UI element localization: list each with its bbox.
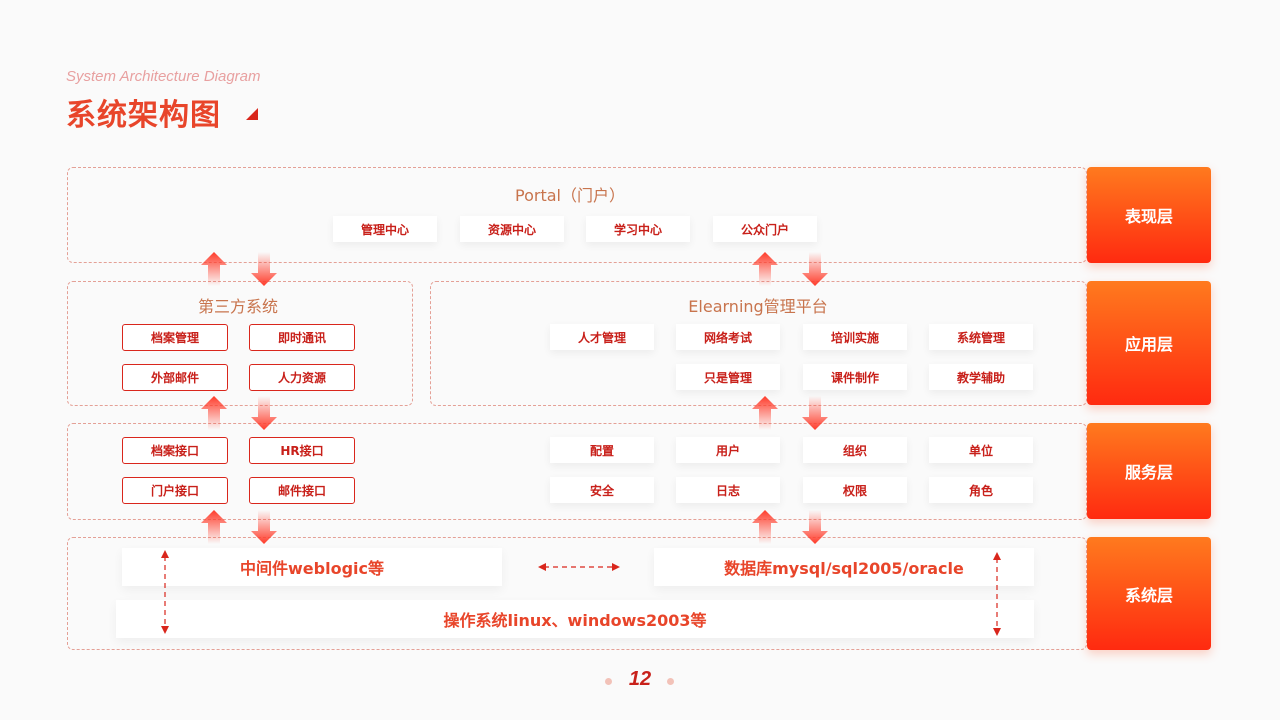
layer-service[interactable]: 服务层 <box>1087 423 1211 519</box>
arrow-down-icon <box>802 396 828 430</box>
page-title: 系统架构图 <box>66 98 221 133</box>
third-party-hr[interactable]: 人力资源 <box>249 364 355 391</box>
portal-item-learning[interactable]: 学习中心 <box>586 216 690 242</box>
layer-system[interactable]: 系统层 <box>1087 537 1211 650</box>
middleware-database-link-icon <box>538 563 620 571</box>
elearning-knowledge[interactable]: 只是管理 <box>676 364 780 390</box>
system-zone <box>67 537 1087 650</box>
third-party-zone <box>67 281 413 406</box>
interface-mail[interactable]: 邮件接口 <box>249 477 355 504</box>
arrow-up-icon <box>201 510 227 544</box>
service-config[interactable]: 配置 <box>550 437 654 463</box>
elearning-training[interactable]: 培训实施 <box>803 324 907 350</box>
interface-archive[interactable]: 档案接口 <box>122 437 228 464</box>
arrow-down-icon <box>251 510 277 544</box>
portal-item-admin[interactable]: 管理中心 <box>333 216 437 242</box>
elearning-talent[interactable]: 人才管理 <box>550 324 654 350</box>
third-party-archive[interactable]: 档案管理 <box>122 324 228 351</box>
arrow-up-icon <box>752 510 778 544</box>
elearning-courseware[interactable]: 课件制作 <box>803 364 907 390</box>
portal-label: Portal（门户） <box>515 186 625 205</box>
service-user[interactable]: 用户 <box>676 437 780 463</box>
pager-dot-right <box>667 678 674 685</box>
elearning-exam[interactable]: 网络考试 <box>676 324 780 350</box>
interface-hr[interactable]: HR接口 <box>249 437 355 464</box>
layer-presentation[interactable]: 表现层 <box>1087 167 1211 263</box>
service-zone <box>67 423 1087 520</box>
portal-zone <box>67 167 1087 263</box>
pager-dot-left <box>605 678 612 685</box>
third-party-mail[interactable]: 外部邮件 <box>122 364 228 391</box>
portal-item-resources[interactable]: 资源中心 <box>460 216 564 242</box>
arrow-up-icon <box>201 252 227 286</box>
os-box[interactable]: 操作系统linux、windows2003等 <box>116 600 1034 638</box>
service-security[interactable]: 安全 <box>550 477 654 503</box>
third-party-im[interactable]: 即时通讯 <box>249 324 355 351</box>
arrow-down-icon <box>802 510 828 544</box>
service-permission[interactable]: 权限 <box>803 477 907 503</box>
title-corner-mark <box>246 108 258 120</box>
arrow-up-icon <box>201 396 227 430</box>
subtitle: System Architecture Diagram <box>66 68 261 85</box>
arrow-up-icon <box>752 252 778 286</box>
service-unit[interactable]: 单位 <box>929 437 1033 463</box>
elearning-system-admin[interactable]: 系统管理 <box>929 324 1033 350</box>
elearning-teaching[interactable]: 教学辅助 <box>929 364 1033 390</box>
third-party-label: 第三方系统 <box>197 297 278 316</box>
elearning-label: Elearning管理平台 <box>688 297 828 316</box>
middleware-box[interactable]: 中间件weblogic等 <box>122 548 502 586</box>
left-vertical-link-icon <box>161 550 169 634</box>
service-org[interactable]: 组织 <box>803 437 907 463</box>
service-role[interactable]: 角色 <box>929 477 1033 503</box>
interface-portal[interactable]: 门户接口 <box>122 477 228 504</box>
database-box[interactable]: 数据库mysql/sql2005/oracle <box>654 548 1034 586</box>
arrow-down-icon <box>251 252 277 286</box>
arrow-down-icon <box>251 396 277 430</box>
service-log[interactable]: 日志 <box>676 477 780 503</box>
pager: 12 <box>0 668 1280 691</box>
right-vertical-link-icon <box>993 552 1001 636</box>
arrow-down-icon <box>802 252 828 286</box>
page-number: 12 <box>628 668 652 690</box>
layer-application[interactable]: 应用层 <box>1087 281 1211 405</box>
portal-item-public[interactable]: 公众门户 <box>713 216 817 242</box>
arrow-up-icon <box>752 396 778 430</box>
